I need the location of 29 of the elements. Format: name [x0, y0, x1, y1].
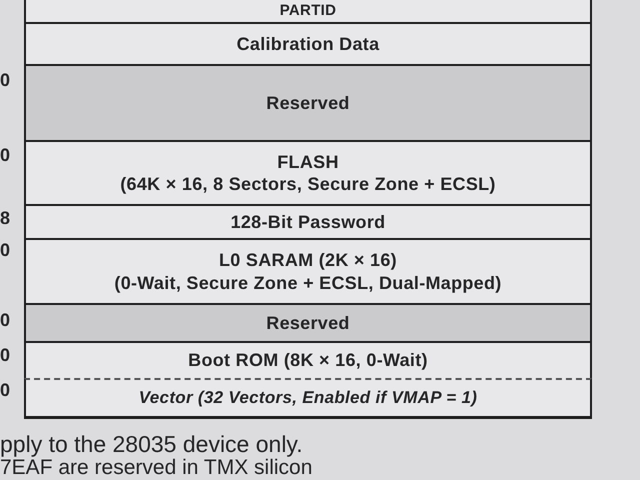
region-label: PARTID: [280, 2, 336, 20]
memory-region: [24, 240, 592, 305]
region-label: (64K × 16, 8 Sectors, Secure Zone + ECSL): [120, 173, 496, 196]
address-digit: 0: [0, 145, 10, 166]
region-label: Reserved: [266, 312, 350, 334]
region-label: (0-Wait, Secure Zone + ECSL, Dual-Mapped): [114, 272, 502, 294]
footnote-text: 7EAF are reserved in TMX silicon: [0, 456, 312, 480]
address-digit: 8: [0, 208, 10, 229]
address-digit: 0: [0, 345, 10, 366]
region-label: Reserved: [266, 92, 350, 114]
address-digit: 0: [0, 310, 10, 331]
region-label: FLASH: [277, 150, 339, 173]
memory-region: [24, 343, 592, 378]
address-digit: 0: [0, 240, 10, 261]
address-digit: 0: [0, 70, 10, 91]
footnote-text: pply to the 28035 device only.: [0, 431, 303, 458]
region-label: Vector (32 Vectors, Enabled if VMAP = 1): [138, 387, 478, 409]
reserved-region: [24, 66, 592, 142]
region-label: L0 SARAM (2K × 16): [219, 249, 397, 272]
region-label: Boot ROM (8K × 16, 0-Wait): [188, 349, 428, 372]
memory-region: [24, 24, 592, 66]
memory-region: [24, 378, 592, 419]
region-label: 128-Bit Password: [230, 210, 386, 234]
address-digit: 0: [0, 380, 10, 401]
memory-region: [24, 206, 592, 240]
memory-region: [24, 142, 592, 206]
region-label: Calibration Data: [236, 32, 380, 56]
reserved-region: [24, 305, 592, 343]
memory-region: [24, 0, 592, 24]
